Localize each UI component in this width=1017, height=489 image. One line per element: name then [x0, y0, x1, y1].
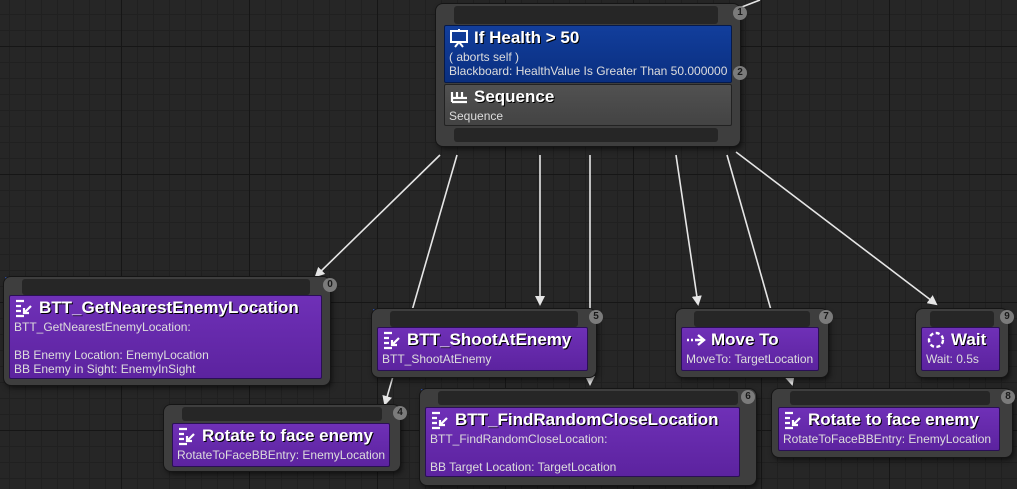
execution-index-badge: 1 [733, 6, 747, 20]
task-title: Wait [951, 330, 987, 349]
composite-detail: Sequence [449, 109, 504, 123]
wait-icon [927, 331, 945, 349]
wire-to-get-nearest [314, 154, 441, 278]
execution-index-badge: 6 [741, 390, 755, 404]
blackboard-decorator-icon [450, 29, 468, 48]
task-node-find-random[interactable]: 6 BTT_FindRandomCloseLocation BTT_FindRa… [420, 389, 756, 485]
wire-to-move-to [675, 154, 702, 306]
task-icon [384, 331, 400, 350]
task-detail: RotateToFaceBBEntry: EnemyLocation [783, 432, 992, 446]
task-detail: RotateToFaceBBEntry: EnemyLocation [177, 448, 386, 462]
task-title: BTT_GetNearestEnemyLocation [39, 298, 299, 317]
execution-index-badge: 5 [589, 310, 603, 324]
composite-title: Sequence [474, 87, 555, 106]
task-card[interactable]: BTT_ShootAtEnemy BTT_ShootAtEnemy [377, 327, 588, 371]
decorator-detail: Blackboard: HealthValue Is Greater Than … [449, 64, 728, 78]
execution-index-badge: 4 [393, 406, 407, 420]
sequence-icon [450, 92, 467, 104]
input-pin[interactable] [390, 311, 578, 327]
sequence-node[interactable]: 1 If Health > 50 ( aborts self ) Blackbo… [436, 4, 747, 146]
task-title: Move To [711, 330, 779, 349]
execution-index-badge: 7 [819, 310, 833, 324]
decorator-title: If Health > 50 [474, 28, 580, 47]
wire-to-wait [735, 151, 938, 306]
decorator-if-health[interactable]: If Health > 50 ( aborts self ) Blackboar… [444, 25, 732, 83]
task-icon [16, 299, 32, 318]
task-node-wait[interactable]: 9 Wait Wait: 0.5s [916, 309, 1014, 377]
task-card[interactable]: Rotate to face enemy RotateToFaceBBEntry… [778, 407, 1000, 451]
task-title: Rotate to face enemy [202, 426, 373, 445]
execution-index-badge: 8 [1001, 390, 1015, 404]
input-pin[interactable] [454, 6, 718, 24]
task-node-rotate-b[interactable]: 8 Rotate to face enemy RotateToFaceBBEnt… [772, 389, 1015, 457]
input-pin[interactable] [930, 311, 994, 327]
decorator-subtitle: ( aborts self ) [449, 50, 520, 64]
task-node-move-to[interactable]: 7 Move To MoveTo: TargetLocation [676, 309, 833, 377]
input-pin[interactable] [182, 407, 382, 421]
move-to-icon [687, 334, 706, 346]
task-icon [179, 427, 195, 446]
task-title: BTT_FindRandomCloseLocation [455, 410, 719, 429]
task-card[interactable]: Wait Wait: 0.5s [921, 327, 1000, 371]
execution-index-badge: 0 [323, 278, 337, 292]
output-pin[interactable] [454, 128, 718, 142]
task-node-rotate-a[interactable]: 4 Rotate to face enemy RotateToFaceBBEnt… [164, 405, 407, 471]
task-detail: Wait: 0.5s [926, 352, 979, 366]
input-pin[interactable] [438, 391, 738, 405]
task-title: BTT_ShootAtEnemy [407, 330, 572, 349]
decorator-index-badge: 2 [733, 66, 747, 80]
task-card[interactable]: BTT_GetNearestEnemyLocation BTT_GetNeare… [9, 295, 322, 379]
task-icon [785, 411, 801, 430]
task-title: Rotate to face enemy [808, 410, 979, 429]
task-detail: MoveTo: TargetLocation [686, 352, 814, 366]
task-node-get-nearest[interactable]: 0 BTT_GetNearestEnemyLocation BTT_GetNea… [4, 277, 337, 385]
input-pin[interactable] [22, 279, 310, 295]
task-detail: BTT_GetNearestEnemyLocation: BB Enemy Lo… [14, 320, 209, 376]
sequence-composite[interactable]: Sequence Sequence [444, 84, 732, 126]
task-icon [432, 411, 448, 430]
input-pin[interactable] [694, 311, 810, 327]
task-card[interactable]: Rotate to face enemy RotateToFaceBBEntry… [172, 423, 390, 467]
task-detail: BTT_ShootAtEnemy [382, 352, 492, 366]
execution-index-badge: 9 [1000, 310, 1014, 324]
task-detail: BTT_FindRandomCloseLocation: BB Target L… [430, 432, 617, 474]
task-card[interactable]: Move To MoveTo: TargetLocation [681, 327, 819, 371]
task-node-shoot[interactable]: 5 BTT_ShootAtEnemy BTT_ShootAtEnemy [372, 309, 603, 377]
input-pin[interactable] [790, 391, 990, 405]
task-card[interactable]: BTT_FindRandomCloseLocation BTT_FindRand… [425, 407, 740, 477]
